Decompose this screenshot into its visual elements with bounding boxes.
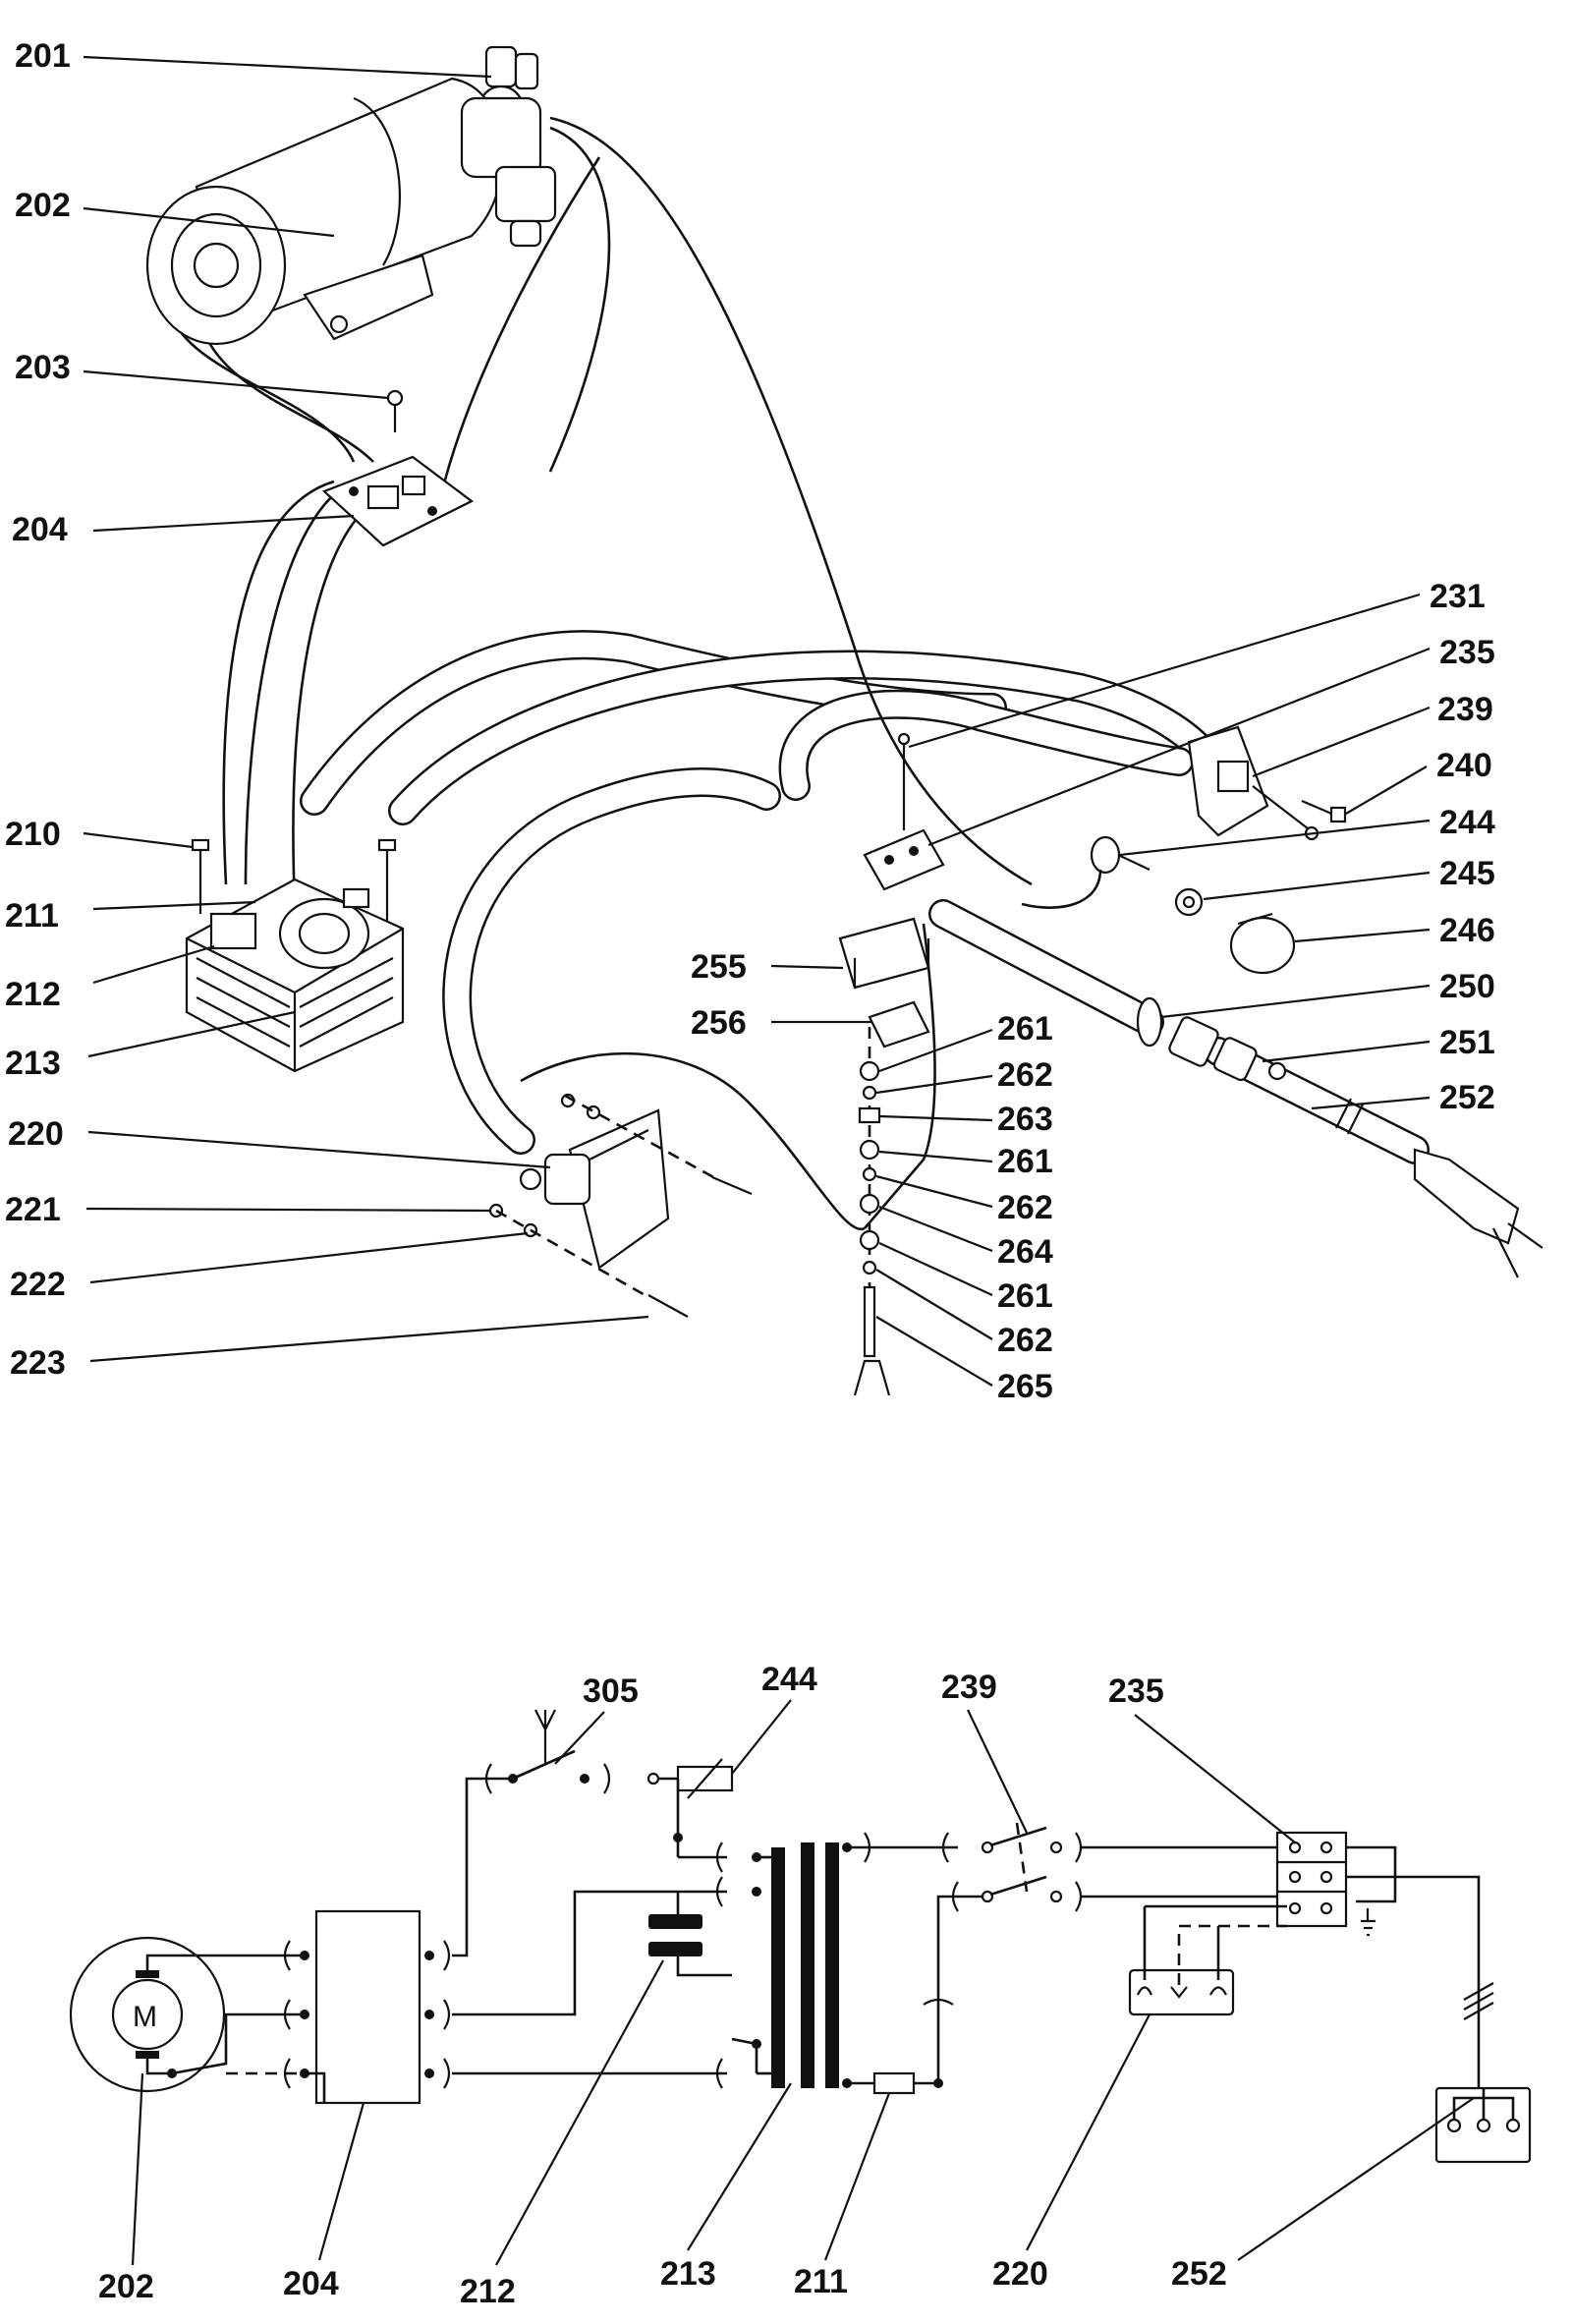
part-213-transformer — [185, 878, 405, 1073]
label-244: 244 — [1439, 804, 1495, 841]
part-202-motor — [145, 77, 557, 346]
part-239-switch — [1187, 725, 1319, 841]
sch-label-239: 239 — [941, 1669, 997, 1706]
labels-center: 255 256 261 262 263 261 262 264 261 262 … — [691, 948, 1053, 1405]
label-204: 204 — [12, 511, 68, 548]
sch-label-212: 212 — [460, 2273, 516, 2310]
part-203-screw — [386, 389, 404, 432]
part-252-plug — [1413, 1148, 1544, 1278]
label-221: 221 — [5, 1191, 61, 1228]
part-255-bracket — [838, 917, 930, 990]
label-252: 252 — [1439, 1079, 1495, 1116]
exploded-view: 201 202 203 204 210 211 212 213 220 221 … — [5, 37, 1544, 1405]
part-244-potentiometer — [1021, 835, 1151, 909]
label-262-c: 262 — [997, 1322, 1053, 1359]
part-231-235-terminal — [863, 732, 945, 891]
sch-label-202: 202 — [98, 2268, 154, 2305]
schematic-control-204 — [305, 1909, 451, 2105]
labels-left: 201 202 203 204 210 211 212 213 220 221 … — [5, 37, 649, 1382]
label-245: 245 — [1439, 855, 1495, 892]
sch-label-252: 252 — [1171, 2255, 1227, 2293]
schematic-mains-252 — [1434, 1982, 1532, 2164]
label-202: 202 — [15, 187, 71, 224]
schematic-capacitor-212 — [648, 1892, 732, 1977]
label-264: 264 — [997, 1233, 1053, 1271]
sch-label-235: 235 — [1108, 1672, 1164, 1710]
label-212: 212 — [5, 976, 61, 1013]
label-262-b: 262 — [997, 1189, 1053, 1226]
sch-label-211: 211 — [794, 2263, 848, 2300]
label-246: 246 — [1439, 912, 1495, 949]
part-245-nut — [1174, 887, 1204, 917]
label-256: 256 — [691, 1004, 747, 1042]
part-256-plate — [868, 1000, 930, 1049]
fastener-stack — [853, 1027, 891, 1396]
label-222: 222 — [10, 1266, 66, 1303]
sch-label-244: 244 — [761, 1661, 817, 1698]
sch-label-305: 305 — [583, 1672, 639, 1710]
label-251: 251 — [1439, 1024, 1495, 1061]
label-201: 201 — [15, 37, 71, 75]
schematic-socket-220 — [1128, 1904, 1287, 2016]
label-250: 250 — [1439, 968, 1495, 1005]
label-261-a: 261 — [997, 1010, 1053, 1048]
labels-right: 231 235 239 240 244 245 246 250 251 252 — [908, 578, 1495, 1116]
sch-label-213: 213 — [660, 2255, 716, 2293]
schematic-motor-202: M — [69, 1936, 226, 2093]
label-255: 255 — [691, 948, 747, 986]
label-239: 239 — [1437, 691, 1493, 728]
label-262-a: 262 — [997, 1056, 1053, 1094]
label-211: 211 — [5, 897, 59, 935]
schematic-terminal-235 — [1275, 1831, 1481, 2088]
label-203: 203 — [15, 349, 71, 386]
label-210: 210 — [5, 816, 61, 853]
label-261-c: 261 — [997, 1277, 1053, 1315]
schematic-switch-239 — [936, 1822, 1287, 2005]
label-231: 231 — [1430, 578, 1486, 615]
part-250-251-cable-gland — [1136, 996, 1287, 1082]
label-220: 220 — [8, 1115, 64, 1153]
label-263: 263 — [997, 1101, 1053, 1138]
schematic-labels: 305 244 239 235 202 204 212 213 211 220 … — [98, 1661, 1475, 2310]
label-240: 240 — [1436, 747, 1492, 784]
part-246-knob — [1229, 912, 1296, 975]
label-261-b: 261 — [997, 1143, 1053, 1180]
label-235: 235 — [1439, 634, 1495, 671]
part-240-screw — [1301, 799, 1347, 823]
part-220-socket — [488, 1093, 753, 1318]
label-213: 213 — [5, 1045, 61, 1082]
sch-label-204: 204 — [283, 2265, 339, 2302]
schematic-wires-upper — [452, 1709, 761, 2089]
sch-label-220: 220 — [992, 2255, 1048, 2293]
wiring-schematic: M — [69, 1661, 1532, 2310]
schematic-transformer-213 — [757, 1832, 958, 2095]
schematic-motor-wires — [145, 1940, 309, 2089]
label-223: 223 — [10, 1344, 66, 1382]
part-204-circuit-board — [321, 455, 475, 547]
motor-symbol: M — [133, 2001, 157, 2033]
label-265: 265 — [997, 1368, 1053, 1405]
